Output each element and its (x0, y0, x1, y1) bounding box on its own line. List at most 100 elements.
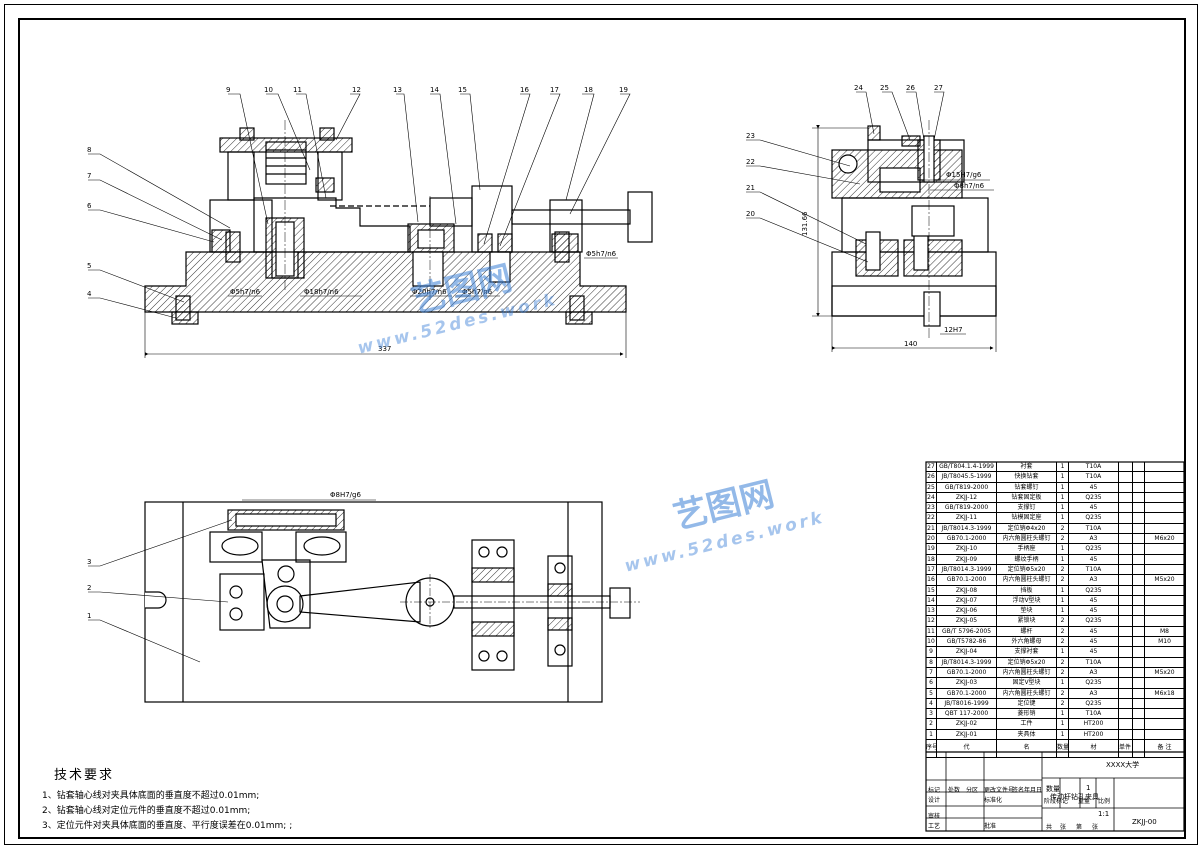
bom-cell (1119, 585, 1133, 595)
bom-cell: ZKJJ-09 (937, 554, 997, 564)
bom-cell: JB/T8045.5-1999 (937, 472, 997, 482)
bom-cell (1119, 513, 1133, 523)
label-sheet: 张 (1060, 824, 1067, 831)
bom-cell: T10A (1069, 462, 1119, 472)
bom-cell: Q235 (1069, 492, 1119, 503)
screw-11 (319, 127, 335, 141)
bom-cell (1119, 462, 1133, 472)
bom-cell: GB/T819-2000 (937, 503, 997, 513)
bom-cell (1145, 544, 1184, 553)
balloon: 18 (584, 86, 593, 94)
bom-cell (1133, 544, 1145, 554)
bom-cell: 23 (926, 503, 937, 513)
notes-title: 技术要求 (54, 768, 115, 783)
bom-cell: A3 (1069, 688, 1119, 698)
drill-column-2 (317, 151, 343, 201)
title-block: XXXX大学 传动杆钻孔夹具 ZKJJ-00 数量 1 阶段标记 重量 比例 1… (926, 752, 1184, 831)
bom-cell: ZKJJ-08 (937, 585, 997, 595)
bom-cell: GB70.1-2000 (937, 667, 997, 678)
bom-cell (1119, 503, 1133, 513)
bom-cell: 2 (1057, 688, 1069, 698)
bom-cell: ZKJJ-04 (937, 647, 997, 657)
bom-cell: 外六角螺母 (997, 637, 1057, 647)
label-zone: 分区 (966, 787, 979, 794)
bom-cell (1119, 523, 1133, 534)
bom-header-cell: 备 注 (1157, 744, 1172, 752)
bom-cell (1119, 637, 1133, 647)
balloon: 8 (87, 146, 91, 154)
dimension-text: Φ5h7/n6 (230, 288, 261, 296)
top-fixed-block (219, 573, 265, 631)
bom-cell: 1 (1057, 709, 1069, 719)
bom-cell: 2 (1057, 698, 1069, 709)
bom-cell: GB/T819-2000 (937, 482, 997, 492)
bom-cell: T10A (1069, 709, 1119, 719)
note-line: 3、定位元件对夹具体底面的垂直度、平行度误差在0.01mm; ; (42, 821, 293, 831)
top-knob (609, 587, 631, 619)
side-block-right (903, 239, 963, 277)
bom-cell (1145, 493, 1184, 502)
bom-cell: 1 (1057, 647, 1069, 657)
bom-cell: 3 (926, 709, 937, 719)
bom-header-cell: 数量 (1057, 740, 1069, 758)
bom-cell: Q235 (1069, 585, 1119, 595)
bom-cell: 2 (1057, 626, 1069, 637)
bom-cell: 夹具体 (997, 729, 1057, 739)
bom-cell: JB/T8014.3-1999 (937, 657, 997, 667)
bom-cell: 10 (926, 637, 937, 647)
bom-cell: 7 (926, 667, 937, 678)
bom-cell (1145, 719, 1184, 728)
bom-cell: 45 (1069, 626, 1119, 637)
qty-label: 数量 (1046, 785, 1060, 793)
bom-cell: T10A (1069, 657, 1119, 667)
bom-cell: 固定V型块 (997, 678, 1057, 688)
bom-cell (1119, 647, 1133, 657)
bom-cell: Q235 (1069, 698, 1119, 709)
bom-cell: 21 (926, 523, 937, 534)
bom-cell: 6 (926, 678, 937, 688)
bom-cell: M5x20 (1154, 668, 1175, 676)
note-line: 1、钻套轴心线对夹具体底面的垂直度不超过0.01mm; (42, 791, 260, 801)
bom-cell: 12 (926, 616, 937, 626)
bom-cell: JB/T8014.3-1999 (937, 564, 997, 575)
balloon: 1 (87, 612, 91, 620)
balloon: 25 (880, 84, 889, 92)
balloon: 20 (746, 210, 755, 218)
bom-cell (1119, 606, 1133, 616)
bom-cell: 2 (1057, 534, 1069, 544)
bom-cell: ZKJJ-10 (937, 544, 997, 554)
screw-9 (239, 127, 255, 141)
bom-cell (1145, 483, 1184, 492)
bom-cell (1119, 626, 1133, 637)
side-screw-r (913, 231, 929, 271)
bom-cell: GB/T 5796-2005 (937, 626, 997, 637)
bom-cell: GB/T804.1.4-1999 (937, 462, 997, 472)
bom-cell: 5 (926, 688, 937, 698)
bom-cell: 1 (1057, 606, 1069, 616)
bom-cell: 24 (926, 492, 937, 503)
float-guide (471, 539, 515, 671)
bom-cell: 螺杆 (997, 626, 1057, 637)
bom-cell (1119, 719, 1133, 729)
drawing-code: ZKJJ-00 (1132, 818, 1157, 826)
outer-frame (4, 4, 1198, 845)
bom-cell: 45 (1069, 554, 1119, 564)
bom-cell: ZKJJ-07 (937, 595, 997, 606)
handle-seat-top (547, 555, 573, 667)
bom-cell (1133, 606, 1145, 616)
dimension-text: Φ15H7/g6 (946, 171, 982, 179)
balloon: 21 (746, 184, 755, 192)
dimension-text: Φ5h7/n6 (586, 250, 617, 258)
bom-header-cell (1133, 740, 1145, 758)
clamp-hole (838, 154, 858, 174)
